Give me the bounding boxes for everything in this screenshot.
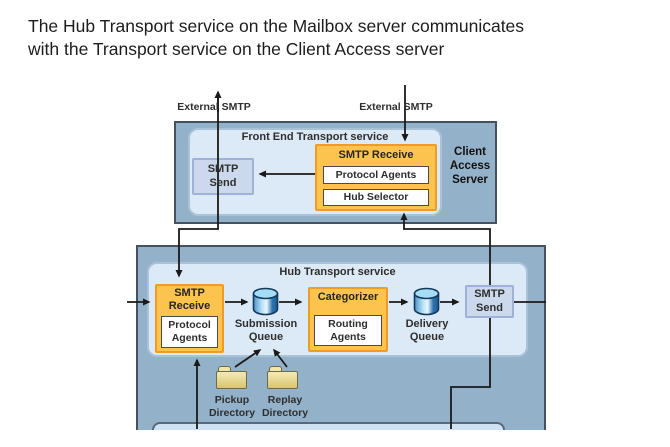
replay-directory-label: Replay Directory	[261, 394, 309, 419]
cas-smtp-send-label: SMTP Send	[207, 163, 239, 189]
external-smtp-label-right: External SMTP	[359, 101, 433, 113]
replay-directory-folder-icon	[267, 366, 298, 389]
delivery-queue-database-icon	[413, 287, 440, 316]
external-smtp-label-left: External SMTP	[177, 101, 251, 113]
hub-smtp-send-box	[465, 285, 514, 318]
caption-line-1: The Hub Transport service on the Mailbox…	[28, 16, 525, 36]
cas-smtp-receive-label: SMTP Receive	[338, 149, 414, 161]
hub-transport-service-label: Hub Transport service	[279, 266, 396, 278]
delivery-queue-label: Delivery Queue	[405, 318, 449, 344]
diagram-caption: The Hub Transport service on the Mailbox…	[28, 15, 648, 61]
cas-protocol-agents-label: Protocol Agents	[335, 168, 417, 181]
cas-hub-selector-label: Hub Selector	[343, 191, 409, 204]
routing-agents-box	[314, 315, 382, 346]
hub-protocol-agents-box	[161, 316, 218, 348]
submission-queue-label: Submission Queue	[234, 318, 298, 344]
caption-line-2: with the Transport service on the Client…	[28, 39, 445, 60]
routing-agents-label-wrap: Routing Agents	[314, 315, 382, 346]
client-access-server-label: Client Access Server	[449, 146, 491, 186]
cas-smtp-send-label-wrap: SMTP Send	[192, 158, 254, 195]
hub-protocol-agents-label-wrap: Protocol Agents	[161, 316, 218, 348]
hub-protocol-agents-label: Protocol Agents	[168, 319, 211, 344]
front-end-transport-service-label: Front End Transport service	[241, 131, 389, 143]
hub-smtp-receive-label-wrap: SMTP Receive	[155, 287, 224, 314]
cas-hub-selector-box	[323, 189, 429, 206]
cas-protocol-agents-box	[323, 166, 429, 184]
submission-queue-database-icon	[252, 287, 279, 316]
hub-smtp-send-label-wrap: SMTP Send	[465, 285, 514, 318]
hub-smtp-send-label: SMTP Send	[474, 288, 505, 314]
pickup-directory-label: Pickup Directory	[208, 394, 256, 419]
categorizer-label: Categorizer	[317, 291, 379, 303]
mailbox-transport-service-panel-partial	[152, 422, 505, 430]
hub-smtp-receive-label: SMTP Receive	[168, 287, 211, 313]
folder-body	[216, 371, 247, 389]
pickup-directory-folder-icon	[216, 366, 247, 389]
folder-body	[267, 371, 298, 389]
routing-agents-label: Routing Agents	[328, 317, 368, 343]
